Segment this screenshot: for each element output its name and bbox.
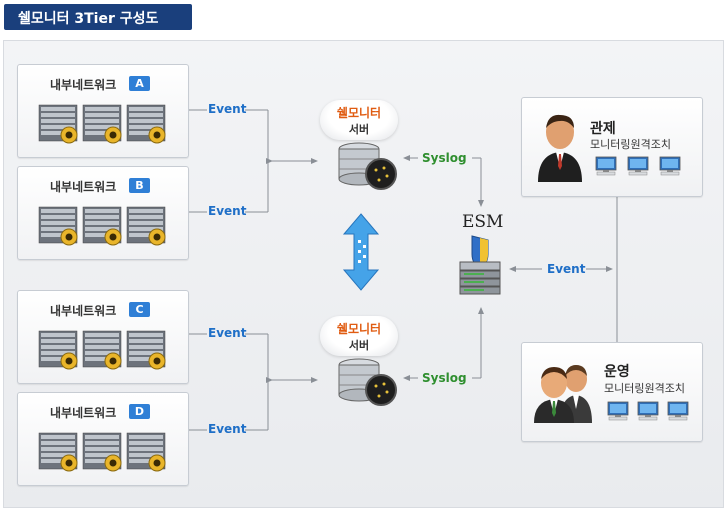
network-badge: D [129,404,150,419]
network-label: 내부네트워크 [50,304,117,318]
server-rack-icon [38,432,78,472]
title-bar: 쉘모니터 3Tier 구성도 [4,4,192,30]
server-name: 쉘모니터 [336,322,382,336]
network-box-c: 내부네트워크 C [17,290,189,384]
event-label: Event [208,204,247,218]
page-title: 쉘모니터 3Tier 구성도 [18,11,159,27]
role-subtitle: 모니터링원격조치 [604,382,685,395]
server-rack-icon [82,104,122,144]
server-type: 서버 [348,123,370,136]
double-arrow-icon [342,213,380,291]
server-rack-icon [38,104,78,144]
control-role-box: 관제 모니터링원격조치 [521,97,703,197]
server-rack-icon [82,206,122,246]
event-label: Event [547,262,586,276]
syslog-label: Syslog [422,371,467,385]
server-label-bubble: 쉘모니터 서버 [320,100,398,140]
person-icon [538,114,582,182]
computer-icon [667,401,689,421]
database-server-icon [338,358,397,406]
computer-icon [627,156,649,176]
computer-icon [607,401,629,421]
role-title: 운영 [604,364,630,380]
server-rack-icon [126,206,166,246]
server-rack-icon [126,432,166,472]
server-rack-icon [38,206,78,246]
computer-icon [637,401,659,421]
server-label-bubble: 쉘모니터 서버 [320,316,398,356]
network-label: 내부네트워크 [50,180,117,194]
computer-icon [659,156,681,176]
network-badge: C [129,302,150,317]
syslog-label: Syslog [422,151,467,165]
operations-role-box: 운영 모니터링원격조치 [521,342,703,442]
server-rack-icon [126,104,166,144]
database-server-icon [338,142,397,190]
network-label: 내부네트워크 [50,78,117,92]
event-label: Event [208,326,247,340]
role-title: 관제 [590,121,616,137]
people-icon [534,365,592,423]
role-subtitle: 모니터링원격조치 [590,138,671,151]
network-badge: A [129,76,150,91]
esm-server-icon [459,235,501,295]
esm-label: ESM [462,212,504,232]
network-badge: B [129,178,150,193]
server-rack-icon [82,330,122,370]
network-box-d: 내부네트워크 D [17,392,189,486]
computer-icon [595,156,617,176]
server-rack-icon [38,330,78,370]
network-label: 내부네트워크 [50,406,117,420]
event-label: Event [208,102,247,116]
network-box-b: 내부네트워크 B [17,166,189,260]
server-rack-icon [126,330,166,370]
event-label: Event [208,422,247,436]
network-box-a: 내부네트워크 A [17,64,189,158]
server-type: 서버 [348,339,370,352]
server-name: 쉘모니터 [336,106,382,120]
server-rack-icon [82,432,122,472]
